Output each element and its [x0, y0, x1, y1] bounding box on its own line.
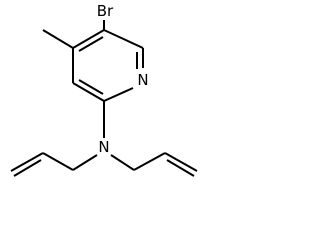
- bond-ch-ch2-left-a: [10, 152, 44, 172]
- double-bond-inner-c5-c4: [78, 36, 104, 52]
- bond-ch-ch2-left-b: [13, 159, 42, 177]
- chemical-structure-diagram: Br N N: [10, 2, 198, 177]
- double-bond-inner-c3-c2: [78, 79, 104, 95]
- bond-c2-n1: [103, 87, 134, 102]
- atom-label-amine-nitrogen: N: [98, 138, 109, 156]
- atom-label-bromine: Br: [97, 2, 114, 20]
- bond-c4-methyl: [42, 29, 74, 49]
- bond-c6-c5: [103, 29, 144, 49]
- bond-c5-c4: [72, 29, 105, 49]
- atom-label-ring-nitrogen: N: [137, 71, 148, 89]
- structure-canvas: Br N N: [10, 2, 198, 177]
- bond-c3-c2: [72, 82, 105, 102]
- bond-ch2-ch-left: [42, 152, 74, 171]
- bond-n-ch2-left: [72, 154, 98, 171]
- bond-ch-ch2-right-a: [164, 152, 198, 172]
- bond-ch-ch2-right-b: [166, 159, 195, 177]
- bond-n-ch2-right: [110, 154, 135, 171]
- bond-ch2-ch-right: [133, 152, 166, 171]
